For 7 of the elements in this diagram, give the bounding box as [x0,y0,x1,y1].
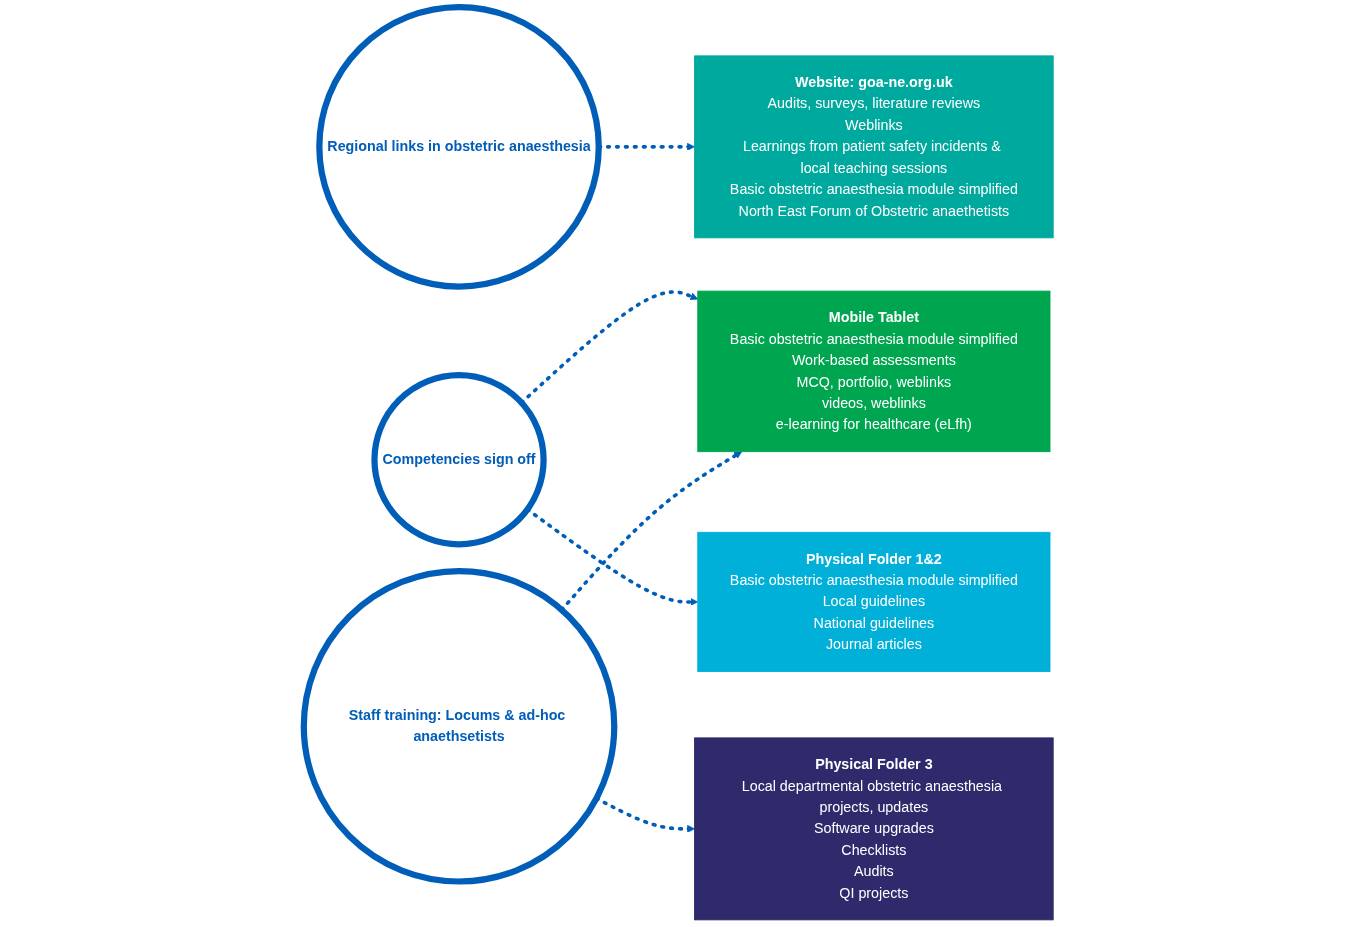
node-circle: Staff training: Locums & ad-hoc anaethsetists [300,567,618,885]
node-box: Mobile Tablet Basic obstetric anaesthesia module simplified Work-based assessments MCQ, portfolio, weblinks videos, weblinks e-learning for healthcare (eLfh) [697,290,1051,453]
node-circle: Competencies sign off [371,372,547,548]
node-circle: Regional links in obstetric anaesthesia [316,4,602,290]
node-box: Physical Folder 1&2 Basic obstetric anaesthesia module simplified Local guidelines National guidelines Journal articles [697,531,1051,672]
node-box: Physical Folder 3 Local departmental obstetric anaesthesia projects, updates Software upgrades Checklists Audits QI projects [694,737,1054,921]
node-box: Website: goa-ne.org.uk Audits, surveys, literature reviews Weblinks Learnings from patient safety incidents & local teaching sessions Basic obstetric anaesthesia module simplified North East Forum of Obstetric anaethetists [694,55,1054,239]
